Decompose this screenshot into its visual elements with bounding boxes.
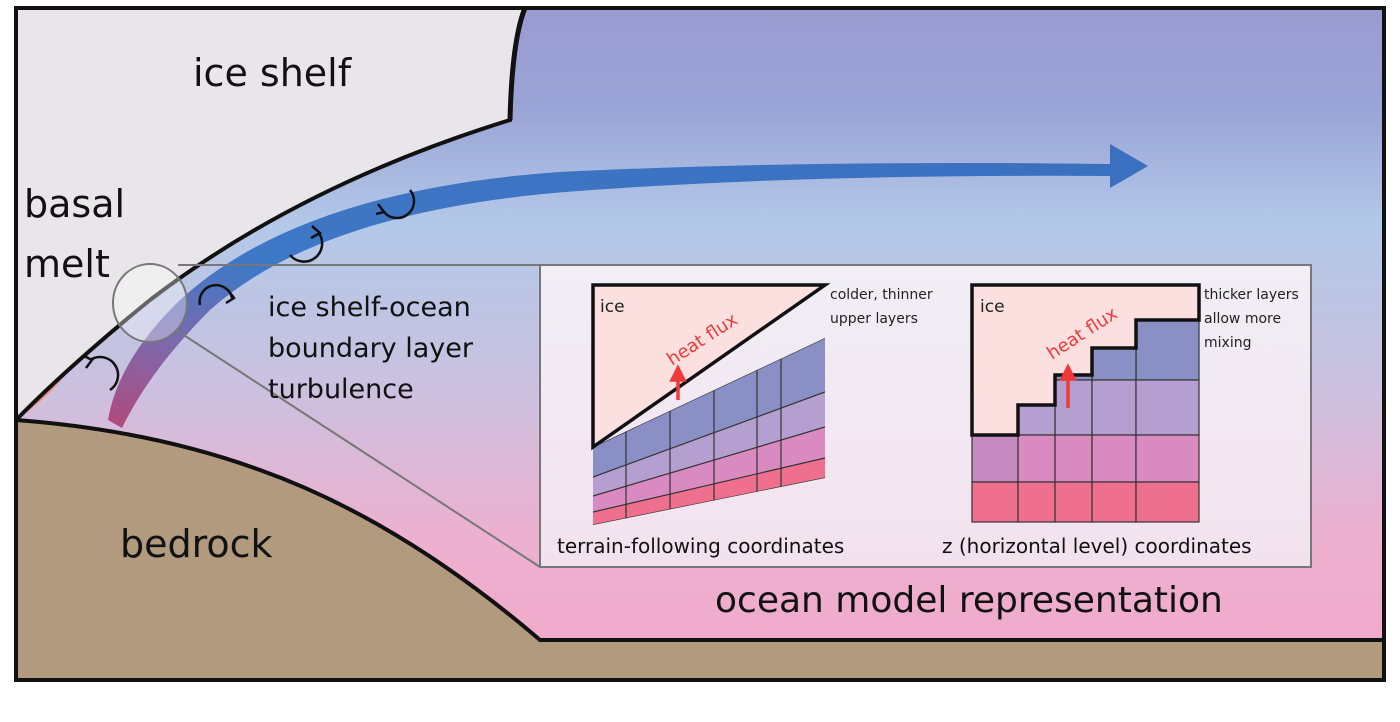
note-right-line2: allow more <box>1204 311 1281 327</box>
ice-label-right: ice <box>980 297 1005 317</box>
zoom-circle <box>112 263 188 343</box>
caption-left: terrain-following coordinates <box>557 534 844 558</box>
zoom-line-bottom <box>175 329 541 568</box>
ice-shelf-front <box>507 7 528 121</box>
outflow-arrow <box>108 144 1148 428</box>
diagram-frame <box>14 6 1386 682</box>
ice-staircase-right <box>970 283 1201 437</box>
boundary-layer-label-line2: boundary layer <box>268 333 474 364</box>
caption-right: z (horizontal level) coordinates <box>942 534 1252 558</box>
terrain-following-diagram: ice heat flux colder, thinner upper laye… <box>557 283 933 558</box>
turbulence-eddies <box>83 189 416 392</box>
note-left-line2: upper layers <box>830 311 918 327</box>
ocean-model-label: ocean model representation <box>715 580 1223 621</box>
eddy <box>198 283 236 306</box>
bedrock-region <box>14 417 1386 682</box>
boundary-layer-label-line1: ice shelf-ocean <box>268 292 471 323</box>
note-right-line1: thicker layers <box>1204 287 1299 303</box>
basal-melt-label-line1: basal <box>24 182 125 226</box>
basal-melt-label-line2: melt <box>24 242 110 286</box>
eddy <box>83 354 120 392</box>
ice-wedge-left <box>591 283 831 451</box>
z-level-diagram: ice heat flux thicker layers allow more … <box>942 283 1299 558</box>
ice-label-left: ice <box>600 297 625 317</box>
z-level-cells <box>971 319 1200 523</box>
bedrock-label: bedrock <box>120 522 273 566</box>
ice-shelf-label: ice shelf <box>193 51 353 95</box>
eddy <box>375 189 416 220</box>
eddy <box>289 225 324 263</box>
note-right-line3: mixing <box>1204 335 1251 351</box>
note-left-line1: colder, thinner <box>830 287 933 303</box>
boundary-layer-label-line3: turbulence <box>268 374 414 405</box>
terrain-layers <box>593 338 825 525</box>
